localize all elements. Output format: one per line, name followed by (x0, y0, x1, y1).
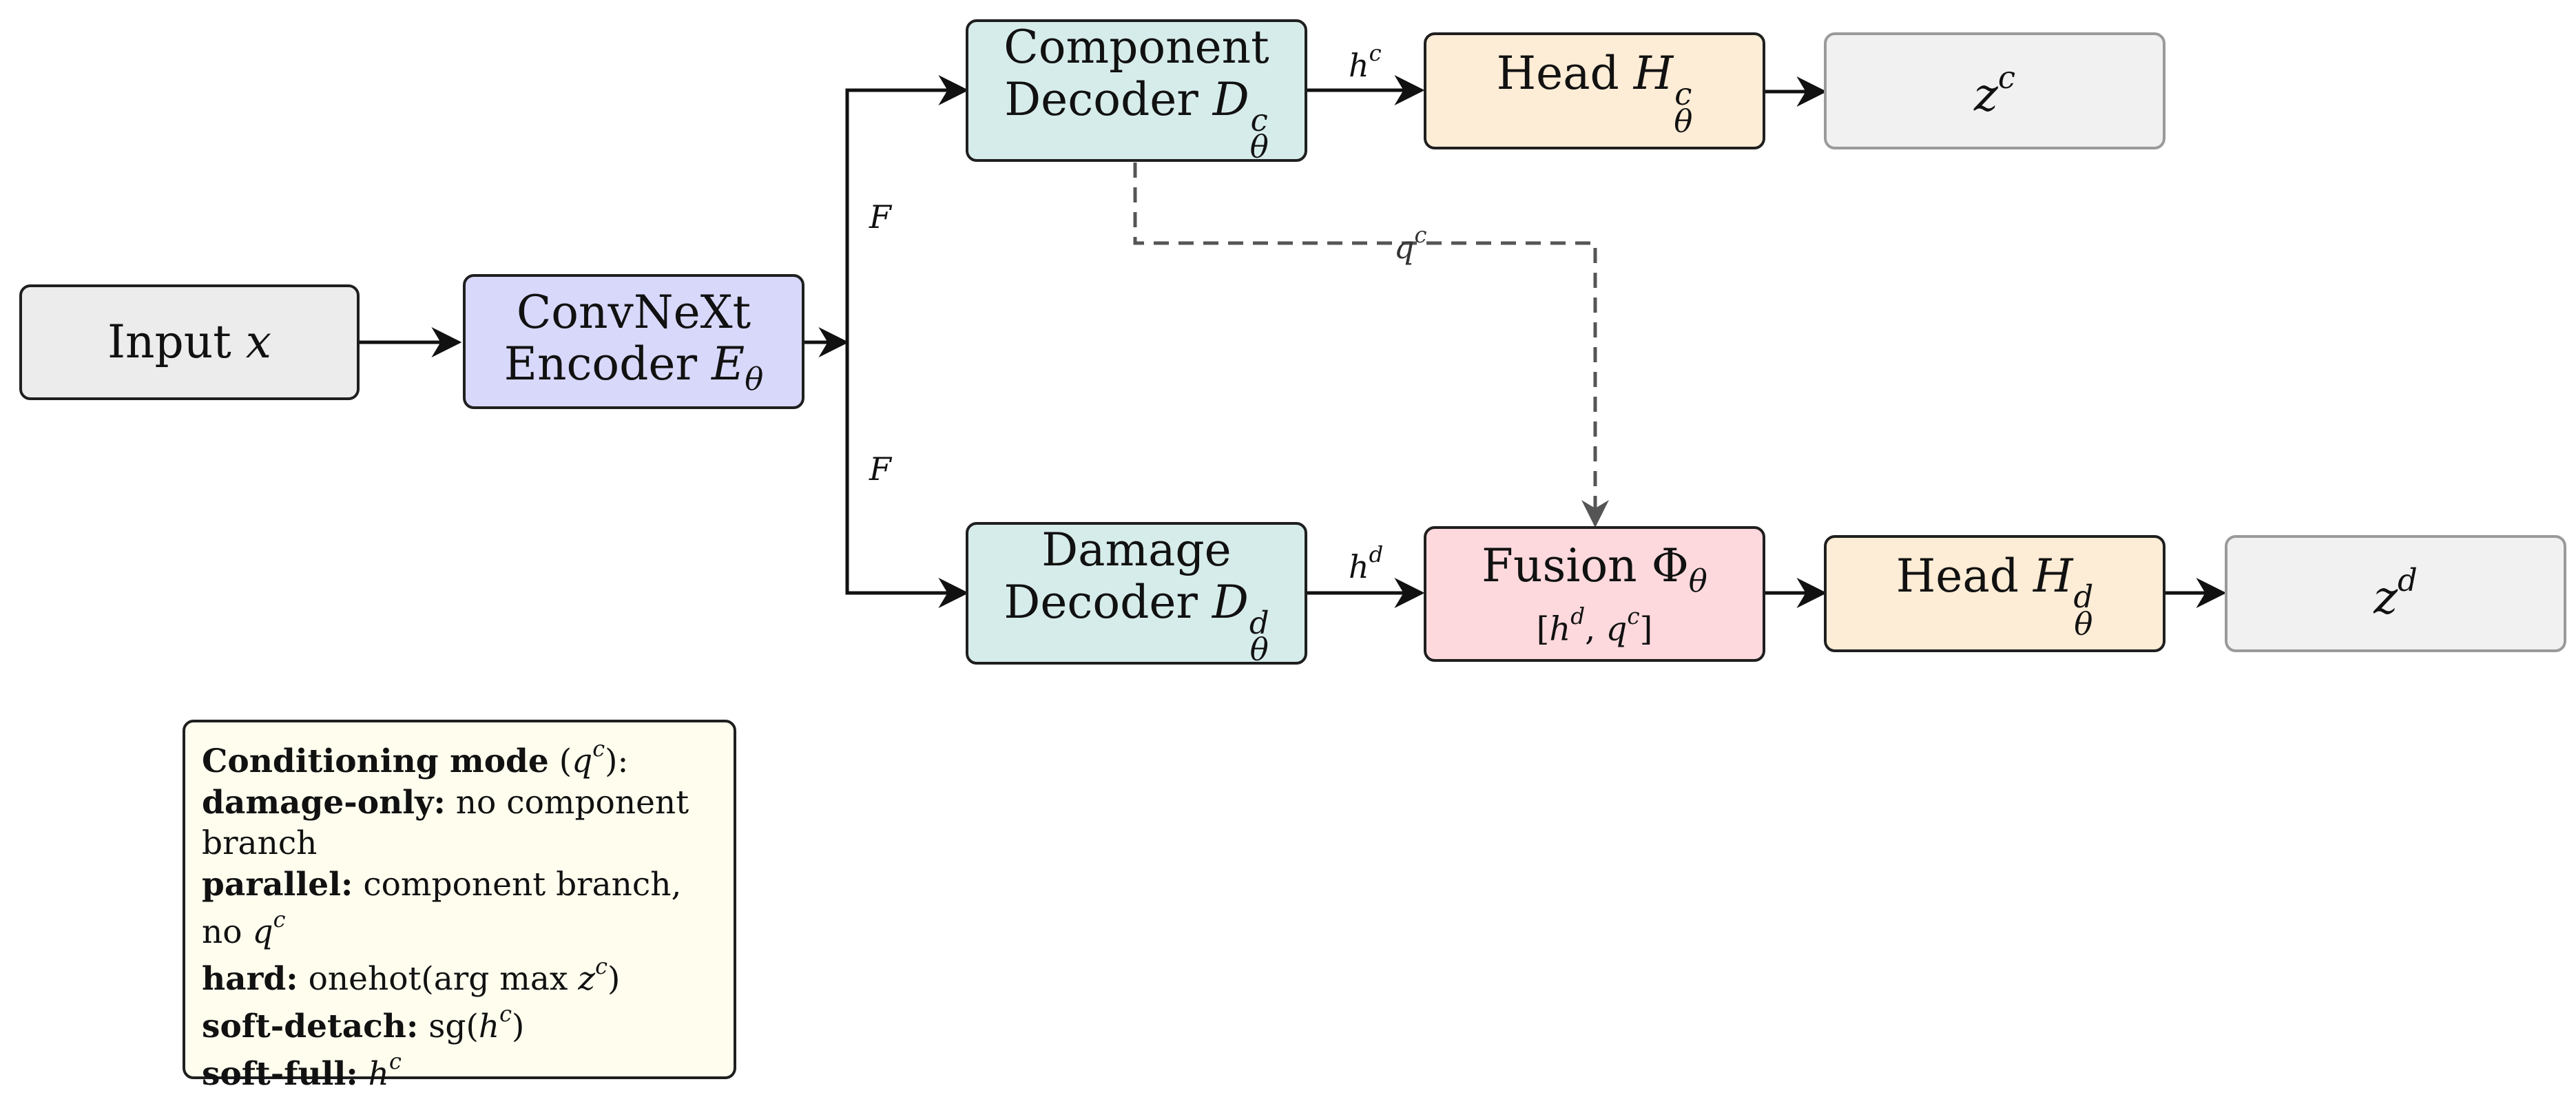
dmg-decoder-line1: Damage (1041, 523, 1232, 576)
encoder-line1: ConvNeXt (516, 285, 751, 339)
encoder-var: E (711, 337, 745, 391)
fusion-args-open: [ (1536, 609, 1550, 649)
legend-value: no component branch (202, 783, 689, 863)
edge-label-qc: qc (1394, 222, 1426, 266)
encoder-sub: θ (745, 360, 764, 397)
edge-split-comp-decoder (845, 75, 969, 342)
edge-split-dmg-decoder (845, 342, 969, 608)
comp-out-var: z (1974, 68, 1998, 122)
legend-value-post: ) (607, 960, 621, 999)
fusion-label: Fusion (1482, 539, 1637, 592)
component-output-node: zc (1824, 32, 2165, 149)
legend-value-pre: sg( (428, 1008, 479, 1046)
fusion-sub: θ (1688, 562, 1707, 599)
comp-decoder-line2: Decoder (1004, 72, 1198, 126)
dmg-out-sup: d (2398, 562, 2418, 599)
legend-value: component branch, no (202, 866, 682, 951)
fusion-args: [hd, qc] (1536, 603, 1653, 649)
legend-var-sup: c (499, 1001, 512, 1028)
dmg-head-label: Head (1895, 550, 2019, 603)
comp-head-sup: c (1674, 76, 1692, 113)
input-label: Input (107, 315, 231, 369)
fusion-args-close: ] (1639, 609, 1653, 649)
edge-label-hd: hd (1349, 541, 1383, 585)
fusion-args-b-sup: c (1627, 603, 1640, 629)
legend-title-paren-open: ( (548, 742, 572, 780)
legend-title-var-sup: c (592, 736, 605, 762)
legend-value-post: ) (512, 1008, 525, 1046)
fusion-var: Φ (1651, 539, 1689, 592)
legend-key: damage-only: (202, 783, 446, 822)
dmg-decoder-var: D (1212, 575, 1249, 629)
legend-key: parallel: (202, 866, 353, 904)
legend-key: soft-detach: (202, 1008, 419, 1046)
damage-output-node: zd (2225, 535, 2566, 652)
input-node: Input x (19, 284, 360, 400)
edge-label-f-bottom: F (869, 450, 891, 488)
legend-var-sup: c (273, 906, 286, 932)
legend-item-parallel: parallel: component branch, no qc (202, 864, 717, 952)
legend-var: q (252, 912, 273, 951)
comp-out-sup: c (1997, 59, 2015, 96)
legend-key: soft-full: (202, 1054, 358, 1093)
legend-title-paren-close: ): (605, 742, 629, 780)
legend-value-pre: onehot(arg max (308, 960, 579, 999)
edge-label-hc: hc (1349, 40, 1382, 84)
input-var: x (245, 315, 272, 369)
legend-title: Conditioning mode (qc): (202, 735, 717, 782)
fusion-node: Fusion Φθ [hd, qc] (1424, 526, 1765, 662)
fusion-args-a: h (1549, 609, 1571, 649)
legend-title-text: Conditioning mode (202, 742, 549, 780)
comp-decoder-sub: θ (1249, 128, 1269, 165)
dmg-decoder-line2: Decoder (1004, 575, 1198, 629)
hc-sup: c (1369, 40, 1382, 66)
legend-key: hard: (202, 960, 298, 999)
hd-sup: d (1369, 541, 1384, 567)
hc-base: h (1349, 47, 1369, 85)
legend-var: h (368, 1054, 389, 1093)
edge-label-f-top: F (869, 198, 891, 236)
fusion-args-a-sup: d (1570, 603, 1586, 629)
comp-head-var: H (1633, 47, 1674, 101)
dmg-head-var: H (2033, 550, 2073, 603)
dmg-head-sub: θ (2074, 605, 2093, 642)
fusion-args-b: q (1606, 609, 1628, 649)
comp-head-sub: θ (1674, 102, 1693, 139)
dmg-decoder-sup: d (1249, 604, 1269, 641)
conditioning-mode-legend: Conditioning mode (qc): damage-only: no … (183, 720, 736, 1093)
comp-decoder-var: D (1212, 72, 1249, 126)
comp-decoder-line1: Component (1004, 20, 1269, 74)
encoder-node: ConvNeXt Encoder Eθ (463, 274, 804, 409)
dmg-out-var: z (2374, 571, 2398, 625)
legend-item-soft-full: soft-full: hc (202, 1047, 717, 1095)
legend-var: z (578, 960, 596, 999)
legend-item-soft-detach: soft-detach: sg(hc) (202, 1000, 717, 1047)
qc-base: q (1394, 229, 1415, 267)
comp-decoder-sup: c (1250, 101, 1268, 138)
fusion-args-sep: , (1585, 609, 1606, 649)
comp-head-label: Head (1496, 47, 1619, 101)
legend-var-sup: c (388, 1047, 402, 1074)
hd-base: h (1349, 548, 1369, 586)
legend-item-hard: hard: onehot(arg max zc) (202, 952, 717, 1000)
legend-var-sup: c (595, 953, 607, 980)
legend-title-var: q (572, 742, 593, 780)
encoder-line2: Encoder (503, 337, 698, 391)
dmg-decoder-sub: θ (1249, 631, 1269, 667)
edge-qc-dashed (1133, 163, 1609, 528)
legend-item-damage-only: damage-only: no component branch (202, 782, 717, 864)
qc-sup: c (1414, 222, 1427, 248)
legend-var: h (478, 1008, 500, 1046)
dmg-head-sup: d (2073, 578, 2094, 616)
